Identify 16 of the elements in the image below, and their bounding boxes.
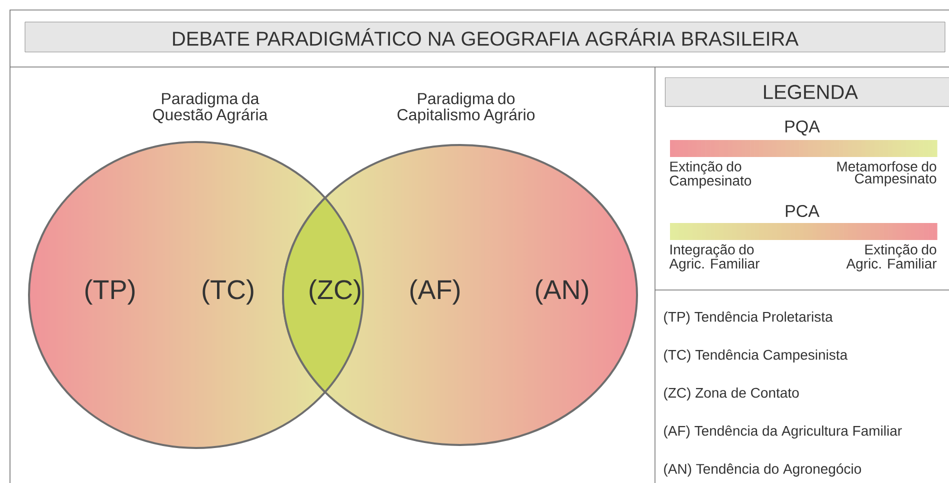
key-entry: (TC) Tendência Campesinista (664, 349, 848, 363)
node-label: Paradigma do Capitalismo Agrário (398, 92, 535, 124)
node-label: Paradigma da Questão Agrária (153, 92, 268, 124)
legend-header: LEGENDA (665, 77, 949, 107)
scale-end-label: Extinção do Agric. Familiar (846, 244, 937, 272)
scale-end-label: Integração do Agric. Familiar (669, 244, 760, 272)
key-entry: (ZC) Zona de Contato (664, 387, 799, 401)
key-entry: (AF) Tendência da Agricultura Familiar (664, 425, 902, 439)
key-entry: (AN) Tendência do Agronegócio (664, 463, 862, 477)
overlap-zone: (ZC) (282, 197, 364, 393)
title-box: DEBATE PARADIGMÁTICO NA GEOGRAFIA AGRÁRIA BRASILEIRA (24, 22, 946, 52)
key-entry: (TP) Tendência Proletarista (664, 311, 833, 325)
legend-title: PCA (786, 204, 820, 218)
scale-end-label: Extinção do Campesinato (670, 161, 752, 188)
legend-title: PQA (785, 120, 820, 136)
scale-end-label: Metamorfose do Campesinato (837, 161, 936, 186)
